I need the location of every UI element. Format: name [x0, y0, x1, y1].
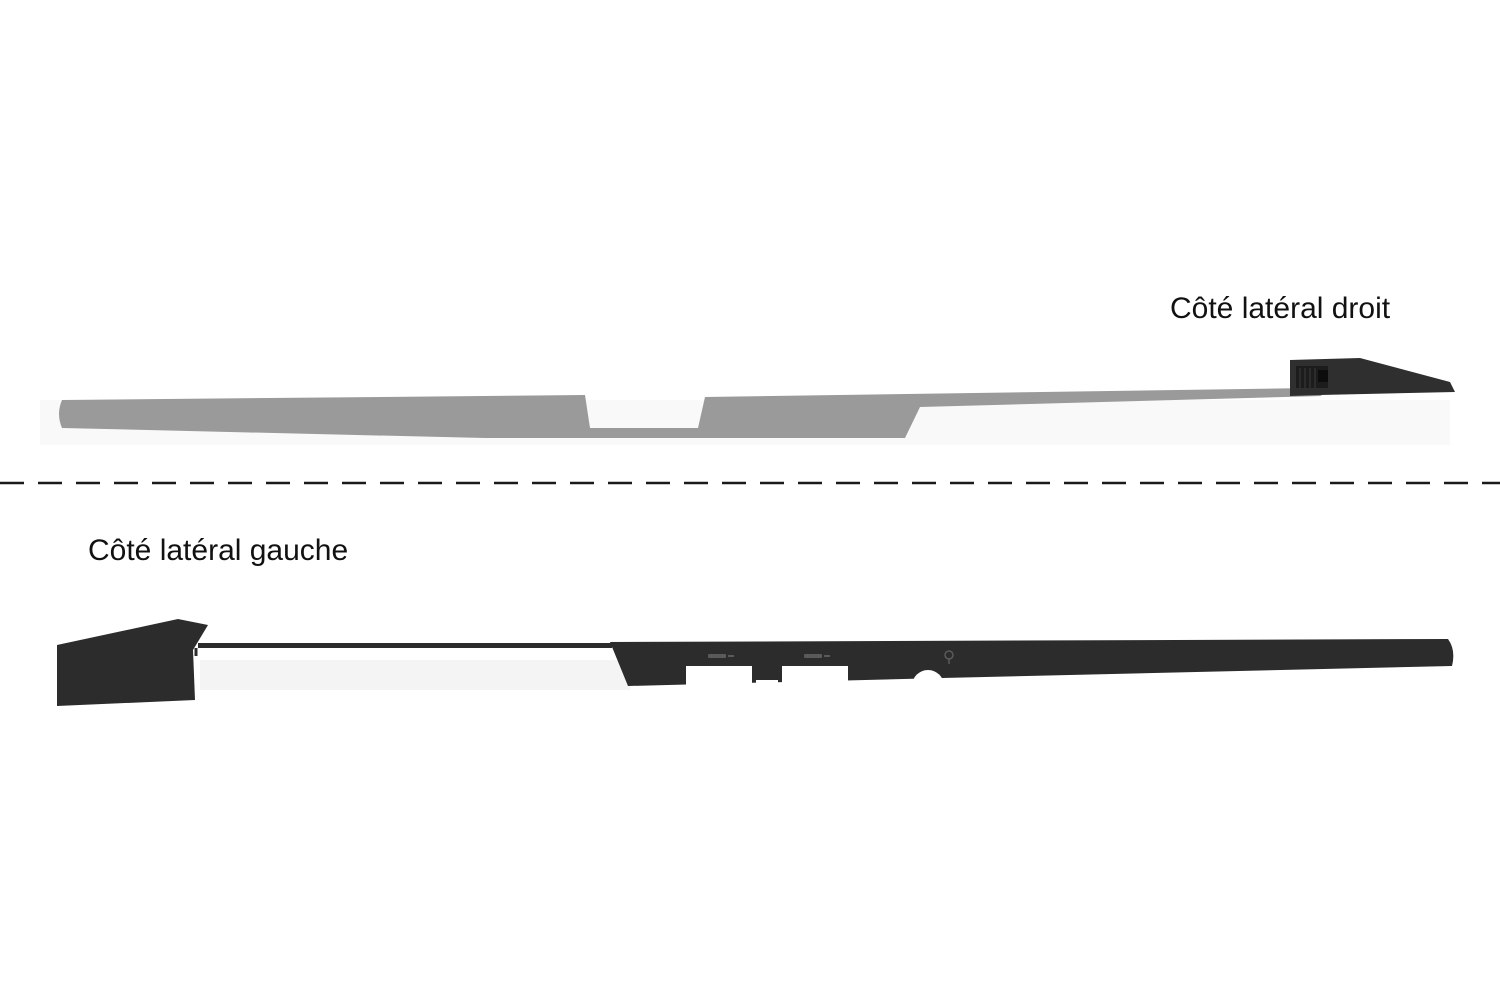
headphone-jack — [912, 670, 944, 686]
left-side-view — [57, 619, 1454, 706]
port-divider-notch — [756, 680, 778, 688]
usb-superspeed-icon — [708, 654, 734, 658]
usb-port-2 — [782, 666, 848, 688]
right-view-stand — [1290, 358, 1455, 396]
right-view-monitor-body — [59, 388, 1322, 438]
usb-superspeed-icon — [804, 654, 830, 658]
left-view-display-edge — [198, 643, 612, 648]
left-view-stand — [57, 619, 208, 706]
left-view-reflection — [200, 660, 630, 690]
left-side-label: Côté latéral gauche — [88, 534, 349, 567]
usb-port-1 — [686, 666, 752, 688]
right-side-label: Côté latéral droit — [1170, 292, 1391, 325]
right-side-view — [59, 358, 1455, 438]
headphone-jack-icon — [944, 650, 954, 664]
